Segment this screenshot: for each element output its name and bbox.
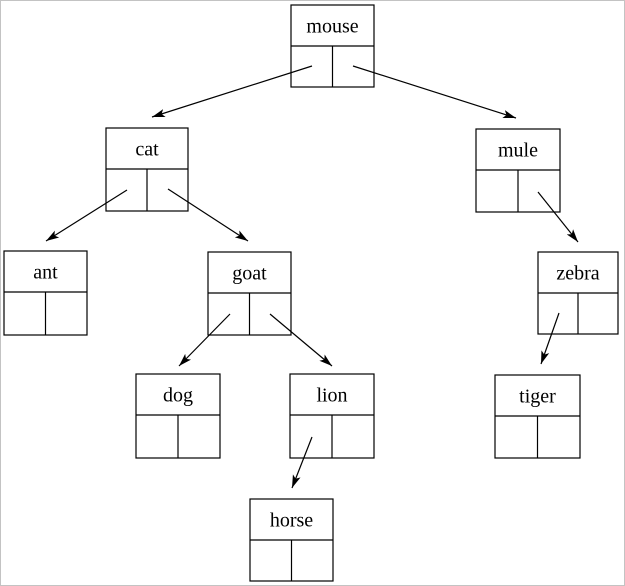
node-label-dog: dog [163,385,193,407]
node-tiger: tiger [494,374,581,459]
edge-mule-zebra [537,191,579,243]
node-mule: mule [475,128,561,213]
node-lion: lion [289,373,375,459]
node-label-mouse: mouse [306,16,358,38]
node-horse: horse [249,498,334,582]
node-label-horse: horse [270,510,313,532]
edge-cat-ant [45,189,128,242]
edge-lion-horse [291,436,313,489]
node-label-goat: goat [232,263,267,285]
edge-goat-dog [178,313,231,367]
node-label-tiger: tiger [519,386,556,408]
node-goat: goat [207,251,292,336]
node-ant: ant [3,250,88,336]
node-label-ant: ant [33,262,58,284]
edge-zebra-tiger [540,312,560,365]
node-cat: cat [105,127,189,212]
node-label-zebra: zebra [556,263,599,285]
node-label-mule: mule [498,140,538,162]
edge-mouse-cat [151,65,313,118]
node-label-cat: cat [135,139,159,161]
edge-goat-lion [269,313,333,367]
node-mouse: mouse [290,4,375,88]
node-label-lion: lion [316,385,347,407]
node-zebra: zebra [537,251,619,335]
node-dog: dog [135,373,221,459]
edge-mouse-mule [352,65,517,119]
edge-cat-goat [167,188,249,242]
